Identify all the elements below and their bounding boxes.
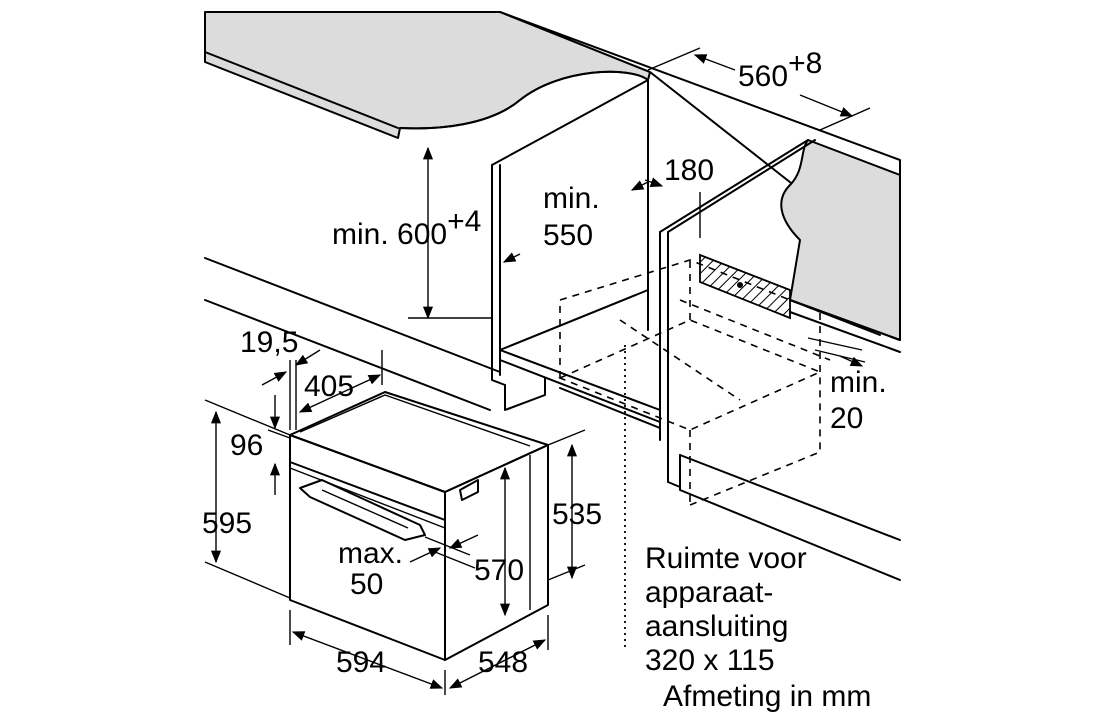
unit-note: Afmeting in mm (663, 680, 871, 713)
label-height-570: 570 (474, 554, 524, 587)
label-depth-548: 548 (478, 646, 528, 679)
label-depth-405: 405 (304, 370, 354, 403)
label-depth-min: min. (543, 182, 600, 215)
oven (289, 391, 549, 661)
dimension-lines (204, 47, 871, 695)
label-gap-min: min. (830, 366, 887, 399)
note-line-4: 320 x 115 (645, 644, 775, 677)
label-gap-20: 20 (830, 402, 863, 435)
connection-note: Ruimte voor apparaat- aansluiting 320 x … (645, 542, 871, 713)
label-width-594: 594 (336, 646, 386, 679)
label-height-535: 535 (552, 498, 602, 531)
label-handle-50: 50 (350, 568, 383, 601)
label-height-min-600: min. 600+4 (332, 205, 481, 251)
note-line-3: aansluiting (645, 610, 788, 643)
label-height-595: 595 (202, 507, 252, 540)
label-depth-180: 180 (664, 154, 714, 187)
label-offset-19-5: 19,5 (240, 326, 298, 359)
note-line-1: Ruimte voor (645, 542, 807, 575)
note-line-2: apparaat- (645, 576, 773, 609)
label-handle-max: max. (338, 537, 403, 570)
power-socket (699, 253, 791, 320)
label-width-560: 560+8 (738, 47, 822, 93)
right-wall (780, 139, 901, 353)
label-depth-550: 550 (543, 219, 593, 252)
label-top-96: 96 (230, 429, 263, 462)
niche (204, 79, 901, 581)
dimension-labels: 560+8 180 min. 600+4 min. 550 min. 20 19… (202, 47, 887, 679)
connection-space (557, 259, 831, 650)
